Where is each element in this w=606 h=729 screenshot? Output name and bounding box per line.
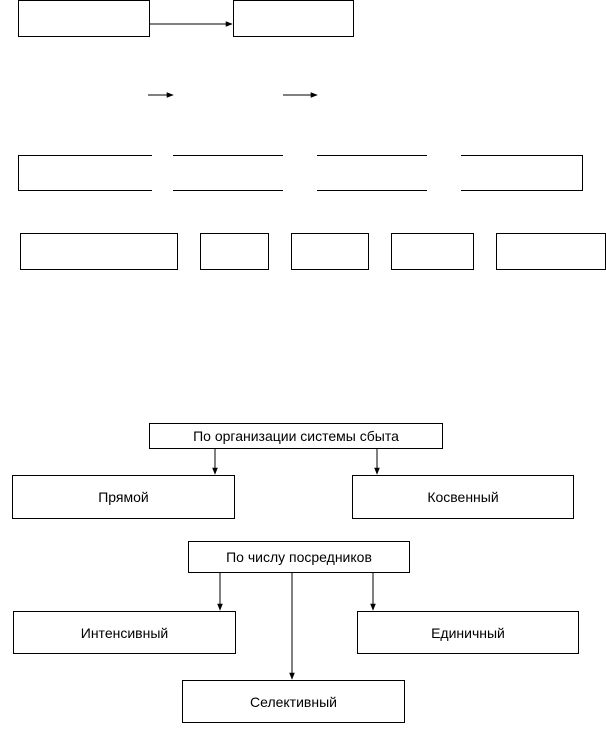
selective-box: Селективный (182, 680, 405, 723)
row4-box-4 (391, 233, 474, 270)
distribution-system-title: По организации системы сбыта (149, 423, 443, 449)
exclusive-box: Единичный (357, 611, 579, 654)
row4-box-1 (20, 233, 178, 270)
row3-box-4 (461, 155, 583, 191)
row3-box-1 (18, 155, 152, 191)
intermediaries-title: По числу посредников (188, 541, 410, 573)
direct-channel-box: Прямой (12, 475, 235, 519)
top-box-left (18, 0, 150, 37)
row4-box-3 (291, 233, 369, 270)
intensive-box: Интенсивный (13, 611, 236, 654)
row4-box-5 (496, 233, 606, 270)
top-box-right (233, 0, 354, 37)
indirect-channel-box: Косвенный (352, 475, 574, 519)
row3-box-2 (173, 155, 283, 191)
row3-box-3 (317, 155, 427, 191)
row4-box-2 (200, 233, 269, 270)
